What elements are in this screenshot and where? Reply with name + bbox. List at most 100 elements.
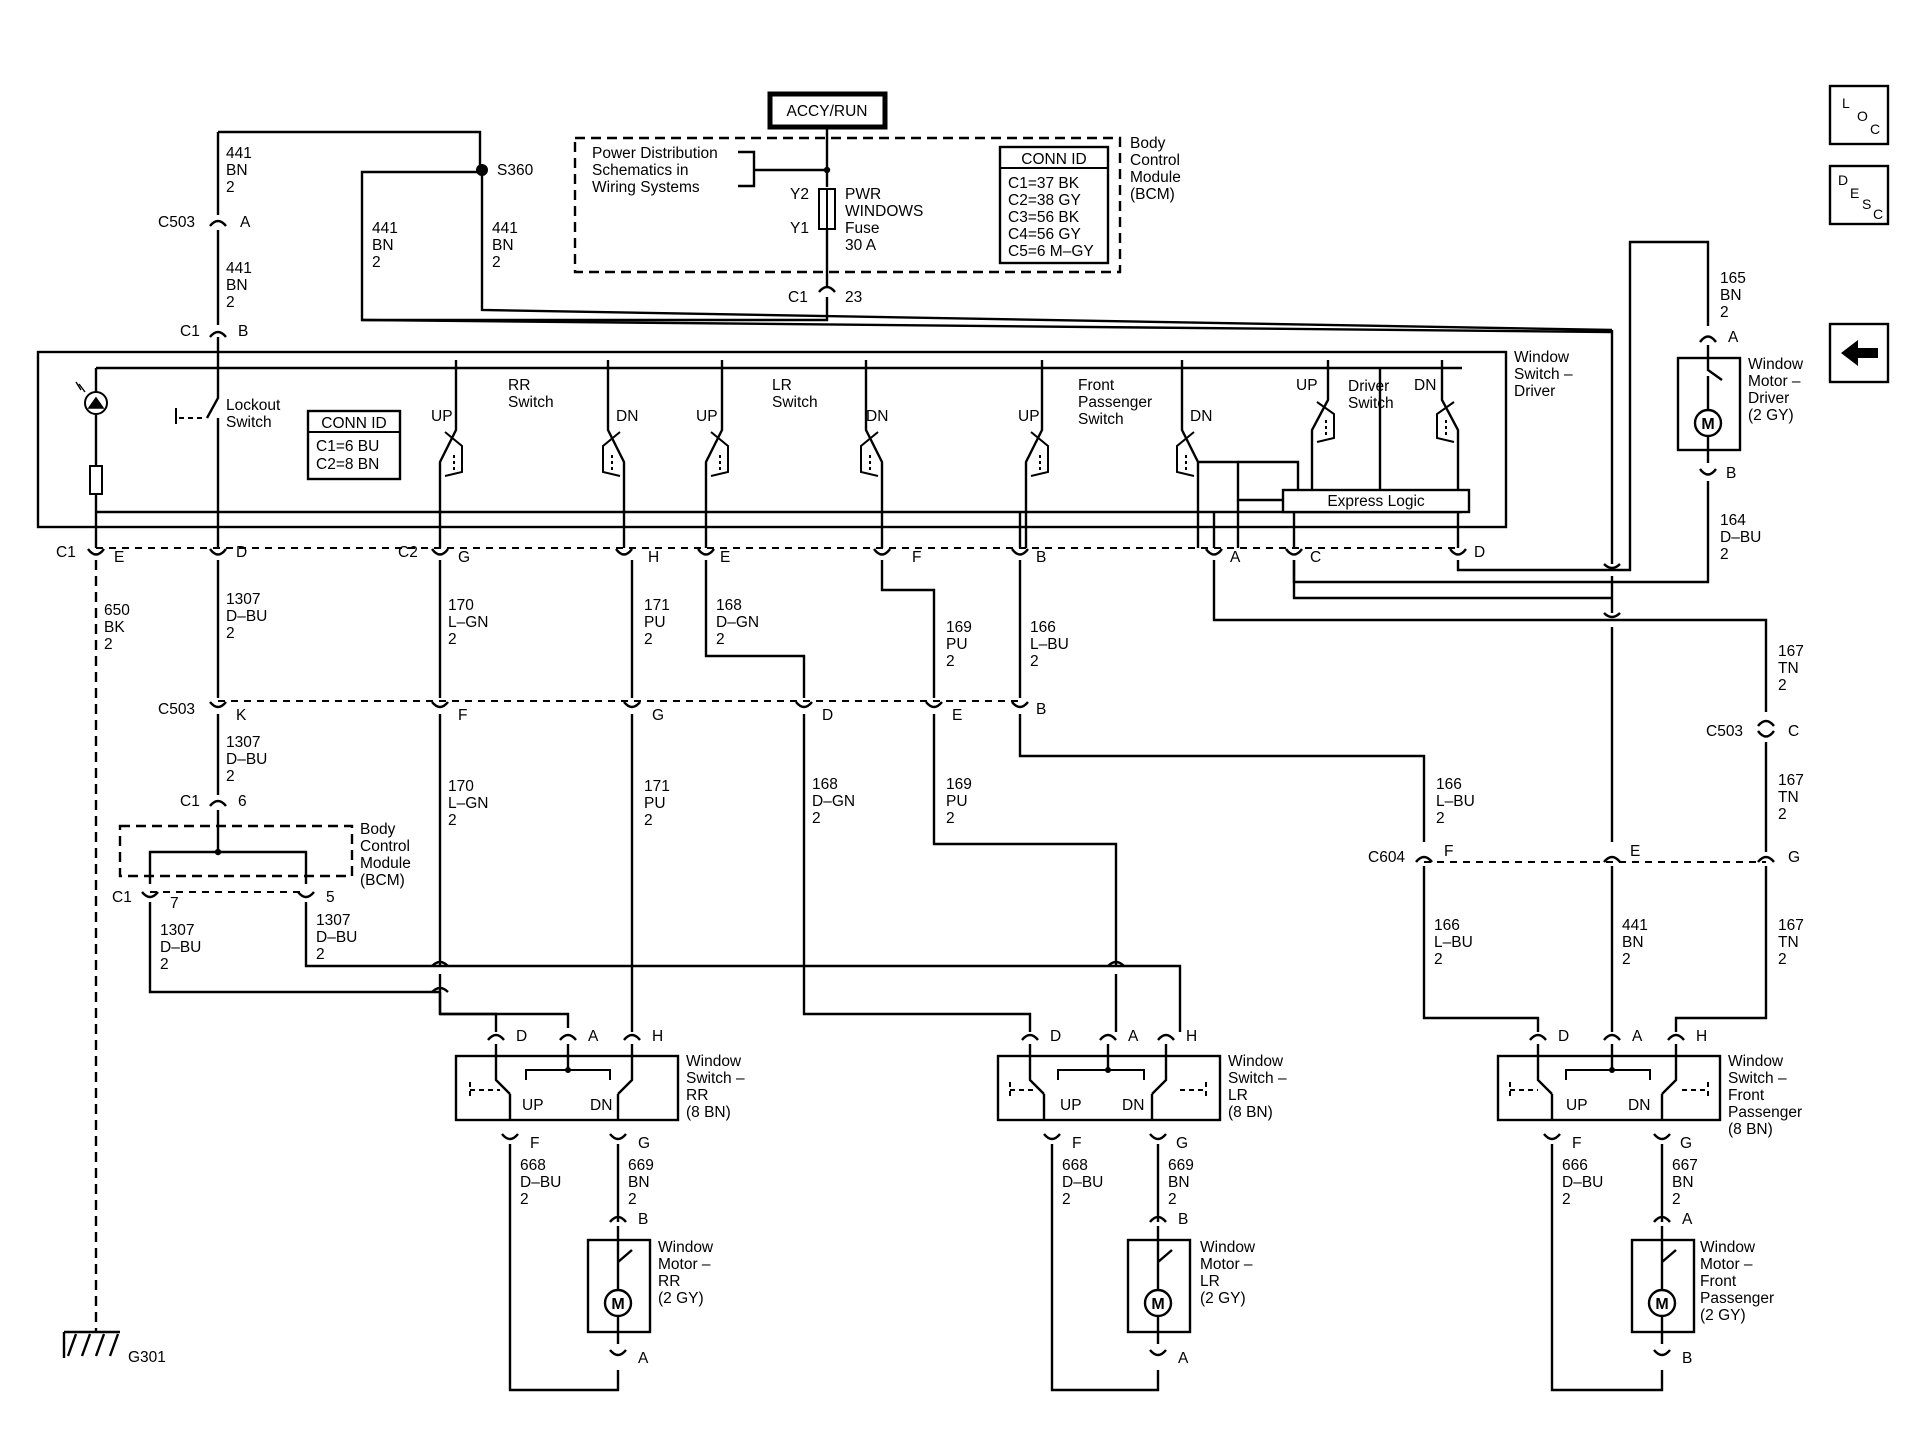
svg-text:H: H <box>648 549 659 566</box>
lr-switch-up-contact: UP <box>696 368 729 512</box>
svg-text:B: B <box>238 323 248 340</box>
svg-text:CONN ID: CONN ID <box>321 415 386 432</box>
svg-text:A: A <box>638 1350 649 1367</box>
svg-text:2: 2 <box>1562 1191 1571 1208</box>
svg-text:Module: Module <box>360 855 411 872</box>
svg-text:2: 2 <box>1062 1191 1071 1208</box>
svg-text:DN: DN <box>1122 1097 1144 1114</box>
svg-text:2: 2 <box>1168 1191 1177 1208</box>
svg-text:D–BU: D–BU <box>520 1174 561 1191</box>
svg-text:Y2: Y2 <box>790 186 809 203</box>
svg-text:RR: RR <box>686 1087 708 1104</box>
driver-switch-title: Window Switch – Driver <box>1514 349 1573 400</box>
c503-row-connectors: C503 K F G D E B <box>158 701 1046 724</box>
svg-text:C1=37 BK: C1=37 BK <box>1008 175 1080 192</box>
loc-button[interactable]: L O C <box>1828 84 1890 146</box>
svg-text:D: D <box>1050 1028 1061 1045</box>
svg-text:(2 GY): (2 GY) <box>1700 1307 1746 1324</box>
svg-text:667: 667 <box>1672 1157 1698 1174</box>
svg-text:C: C <box>1788 723 1799 740</box>
svg-text:C1: C1 <box>180 793 200 810</box>
svg-text:M: M <box>1701 416 1714 433</box>
svg-text:L–GN: L–GN <box>448 614 489 631</box>
ground-g301: G301 <box>62 1330 166 1366</box>
svg-text:Body: Body <box>1130 135 1166 152</box>
svg-text:A: A <box>240 214 251 231</box>
wire-166-a-label: 166 L–BU 2 <box>1030 619 1069 670</box>
svg-text:2: 2 <box>1778 677 1787 694</box>
fp-switch-label: Front Passenger Switch <box>1078 377 1152 428</box>
svg-text:PU: PU <box>946 793 968 810</box>
svg-text:G: G <box>1680 1135 1692 1152</box>
svg-text:DN: DN <box>1190 408 1212 425</box>
svg-text:UP: UP <box>1060 1097 1082 1114</box>
svg-text:2: 2 <box>1778 806 1787 823</box>
svg-text:F: F <box>912 549 921 566</box>
svg-text:A: A <box>1230 549 1241 566</box>
svg-text:DN: DN <box>616 408 638 425</box>
svg-text:Motor –: Motor – <box>1200 1256 1253 1273</box>
svg-text:D–BU: D–BU <box>160 939 201 956</box>
svg-text:L: L <box>1842 95 1850 111</box>
svg-text:UP: UP <box>696 408 718 425</box>
driver-switch-c1-pins: C1 E D <box>56 544 247 566</box>
svg-text:BN: BN <box>1622 934 1644 951</box>
svg-text:Schematics in: Schematics in <box>592 162 688 179</box>
svg-text:H: H <box>1186 1028 1197 1045</box>
svg-text:Window: Window <box>1700 1239 1756 1256</box>
back-button[interactable] <box>1828 322 1890 384</box>
svg-text:2: 2 <box>492 254 501 271</box>
svg-text:D–BU: D–BU <box>316 929 357 946</box>
svg-text:DN: DN <box>590 1097 612 1114</box>
svg-text:WINDOWS: WINDOWS <box>845 203 923 220</box>
svg-text:G: G <box>1788 849 1800 866</box>
svg-text:L–BU: L–BU <box>1030 636 1069 653</box>
svg-text:DN: DN <box>1414 377 1436 394</box>
svg-text:Window: Window <box>686 1053 742 1070</box>
bcm-conn-id-table: CONN ID C1=37 BK C2=38 GY C3=56 BK C4=56… <box>998 145 1110 265</box>
svg-text:C1: C1 <box>56 544 76 561</box>
driver-motor-pin-b: B <box>1699 465 1736 482</box>
wire-650-label: 650 BK 2 <box>104 602 130 653</box>
svg-text:BN: BN <box>226 162 248 179</box>
svg-text:23: 23 <box>845 289 862 306</box>
svg-text:2: 2 <box>448 631 457 648</box>
svg-text:C: C <box>1873 206 1883 222</box>
svg-text:2: 2 <box>226 179 235 196</box>
svg-text:D–GN: D–GN <box>716 614 759 631</box>
svg-text:Driver: Driver <box>1514 383 1555 400</box>
svg-text:C1: C1 <box>112 889 132 906</box>
lockout-switch: Lockout Switch <box>175 337 281 512</box>
svg-text:Front: Front <box>1700 1273 1737 1290</box>
svg-text:1307: 1307 <box>160 922 194 939</box>
svg-text:B: B <box>1726 465 1736 482</box>
svg-text:Switch: Switch <box>508 394 554 411</box>
svg-text:A: A <box>1128 1028 1139 1045</box>
svg-text:Driver: Driver <box>1348 378 1389 395</box>
svg-text:170: 170 <box>448 597 474 614</box>
desc-button[interactable]: D E S C <box>1828 164 1890 226</box>
driver-window-switch-box <box>36 350 1508 529</box>
svg-text:A: A <box>1728 329 1739 346</box>
svg-text:167: 167 <box>1778 917 1804 934</box>
svg-text:441: 441 <box>226 260 252 277</box>
svg-text:DN: DN <box>1628 1097 1650 1114</box>
svg-text:Switch –: Switch – <box>1228 1070 1287 1087</box>
svg-text:(BCM): (BCM) <box>360 872 405 889</box>
svg-text:Module: Module <box>1130 169 1181 186</box>
fp-window-switch: D A H UP DN Window Switch – Front Passen… <box>1496 1028 1802 1392</box>
svg-text:D: D <box>516 1028 527 1045</box>
svg-text:Switch: Switch <box>1078 411 1124 428</box>
svg-text:A: A <box>1178 1350 1189 1367</box>
driver-switch-conn-id-table: CONN ID C1=6 BU C2=8 BN <box>306 409 402 481</box>
svg-text:BN: BN <box>1672 1174 1694 1191</box>
pwr-windows-fuse: Y2 Y1 PWR WINDOWS Fuse 30 A <box>790 186 923 254</box>
driver-motor-label: Window Motor – Driver (2 GY) <box>1748 356 1804 424</box>
svg-text:C503: C503 <box>158 214 195 231</box>
svg-text:Fuse: Fuse <box>845 220 879 237</box>
svg-text:7: 7 <box>170 895 179 912</box>
svg-text:E: E <box>1630 843 1640 860</box>
driver-switch-label: Driver Switch <box>1348 378 1394 412</box>
fp-switch-dn-contact: DN <box>1176 368 1212 512</box>
svg-text:M: M <box>1655 1296 1668 1313</box>
